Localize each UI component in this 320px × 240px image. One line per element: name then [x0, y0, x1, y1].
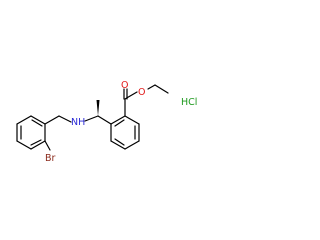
double-bond-inner: [31, 119, 43, 127]
bond-o-ch2: [147, 84, 156, 90]
double-bond-inner: [114, 138, 125, 146]
bond: [16, 115, 32, 125]
hcl-salt-label: HCl: [181, 97, 197, 108]
bond-ch2-ch3: [154, 84, 169, 94]
bond-ring-ch2: [44, 115, 60, 125]
bromophenyl-ring: [16, 115, 46, 150]
ester-oxygen-label: O: [138, 87, 145, 98]
bond: [16, 140, 32, 150]
bond: [110, 115, 126, 125]
bond: [30, 140, 46, 150]
bond-ch2-n: [58, 115, 72, 123]
bond-c-oester: [124, 91, 138, 100]
structure-canvas: Br NH O O HCl: [16, 80, 197, 164]
molecule-structure: Br NH O O HCl: [16, 80, 197, 164]
bond-cstar-ring: [97, 115, 112, 125]
bond: [30, 115, 46, 125]
wedge-bond-methyl: [96, 100, 100, 116]
bromine-label: Br: [45, 153, 56, 164]
benzoate-ring: [110, 115, 140, 150]
bond-n-cstar: [84, 115, 99, 122]
amine-label: NH: [71, 117, 85, 128]
carbonyl-oxygen-label: O: [121, 80, 128, 91]
double-bond-inner: [30, 139, 42, 146]
bond-c-br: [44, 140, 51, 151]
bond: [110, 140, 126, 150]
double-bond-inner: [114, 119, 125, 127]
bond: [124, 115, 140, 125]
bond: [124, 140, 140, 150]
